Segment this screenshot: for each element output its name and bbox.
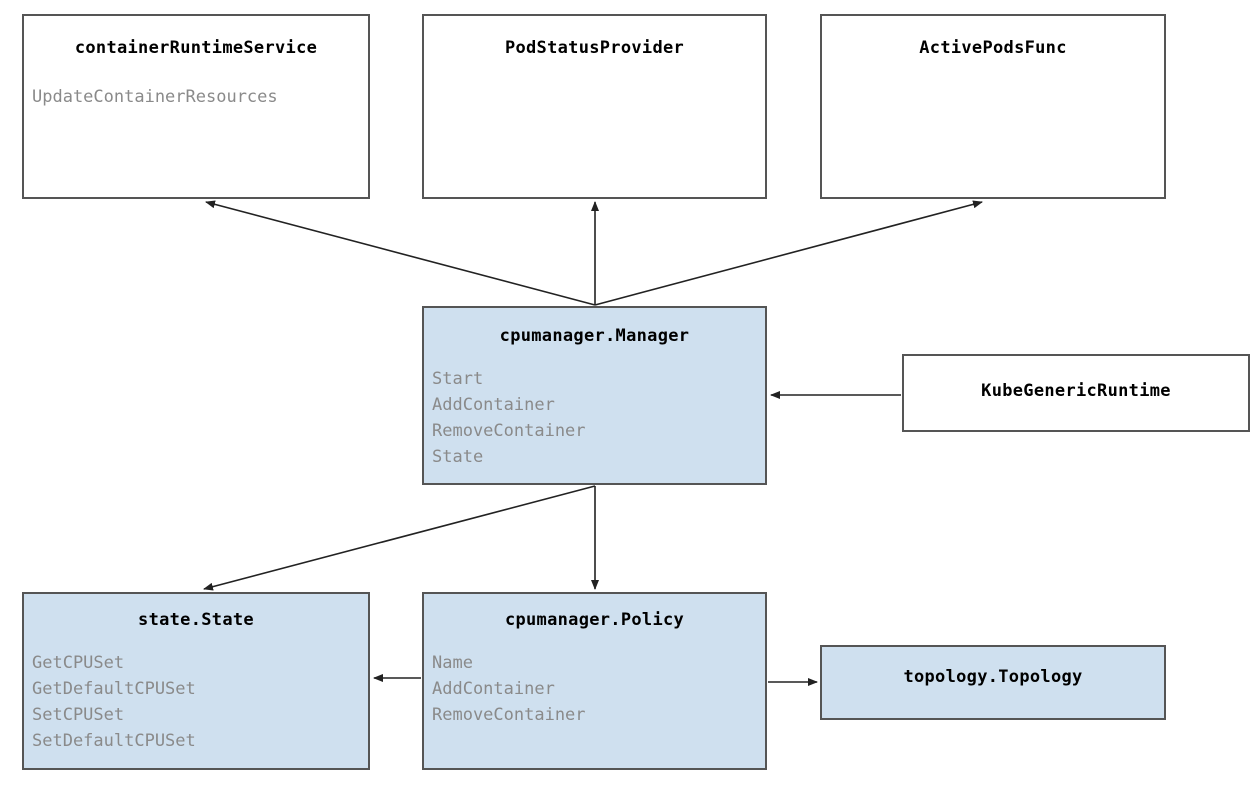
node-members: Name AddContainer RemoveContainer <box>432 650 761 728</box>
member-item: UpdateContainerResources <box>32 87 278 107</box>
node-members: UpdateContainerResources <box>32 84 364 110</box>
member-item: State <box>432 447 484 467</box>
node-title: cpumanager.Policy <box>504 610 685 630</box>
edge-manager-to-activepodsfunc <box>594 200 983 306</box>
node-title: ActivePodsFunc <box>919 38 1067 58</box>
member-item: AddContainer <box>432 395 555 415</box>
node-title: containerRuntimeService <box>74 38 318 58</box>
node-cpumanager-manager[interactable]: cpumanager.Manager Start AddContainer Re… <box>422 306 767 485</box>
node-title: PodStatusProvider <box>504 38 685 58</box>
node-activepodsfunc[interactable]: ActivePodsFunc <box>820 14 1166 199</box>
edge-manager-to-state <box>203 485 596 591</box>
edge-manager-to-containerruntimeservice <box>205 200 596 306</box>
node-title: topology.Topology <box>903 667 1083 687</box>
node-title: KubeGenericRuntime <box>981 381 1171 401</box>
member-item: AddContainer <box>432 679 555 699</box>
node-members: GetCPUSet GetDefaultCPUSet SetCPUSet Set… <box>32 650 364 754</box>
member-item: SetCPUSet <box>32 705 125 725</box>
node-podstatusprovider[interactable]: PodStatusProvider <box>422 14 767 199</box>
node-containerruntimeservice[interactable]: containerRuntimeService UpdateContainerR… <box>22 14 370 199</box>
node-kubegenericruntime[interactable]: KubeGenericRuntime <box>902 354 1250 432</box>
node-state-state[interactable]: state.State GetCPUSet GetDefaultCPUSet S… <box>22 592 370 770</box>
member-item: Start <box>432 369 484 389</box>
member-item: SetDefaultCPUSet <box>32 731 196 751</box>
node-cpumanager-policy[interactable]: cpumanager.Policy Name AddContainer Remo… <box>422 592 767 770</box>
node-title: cpumanager.Manager <box>499 326 690 346</box>
node-title: state.State <box>138 610 254 630</box>
member-item: RemoveContainer <box>432 705 586 725</box>
member-item: Name <box>432 653 473 673</box>
member-item: RemoveContainer <box>432 421 586 441</box>
node-members: Start AddContainer RemoveContainer State <box>432 366 761 470</box>
node-topology-topology[interactable]: topology.Topology <box>820 645 1166 720</box>
member-item: GetCPUSet <box>32 653 125 673</box>
member-item: GetDefaultCPUSet <box>32 679 196 699</box>
